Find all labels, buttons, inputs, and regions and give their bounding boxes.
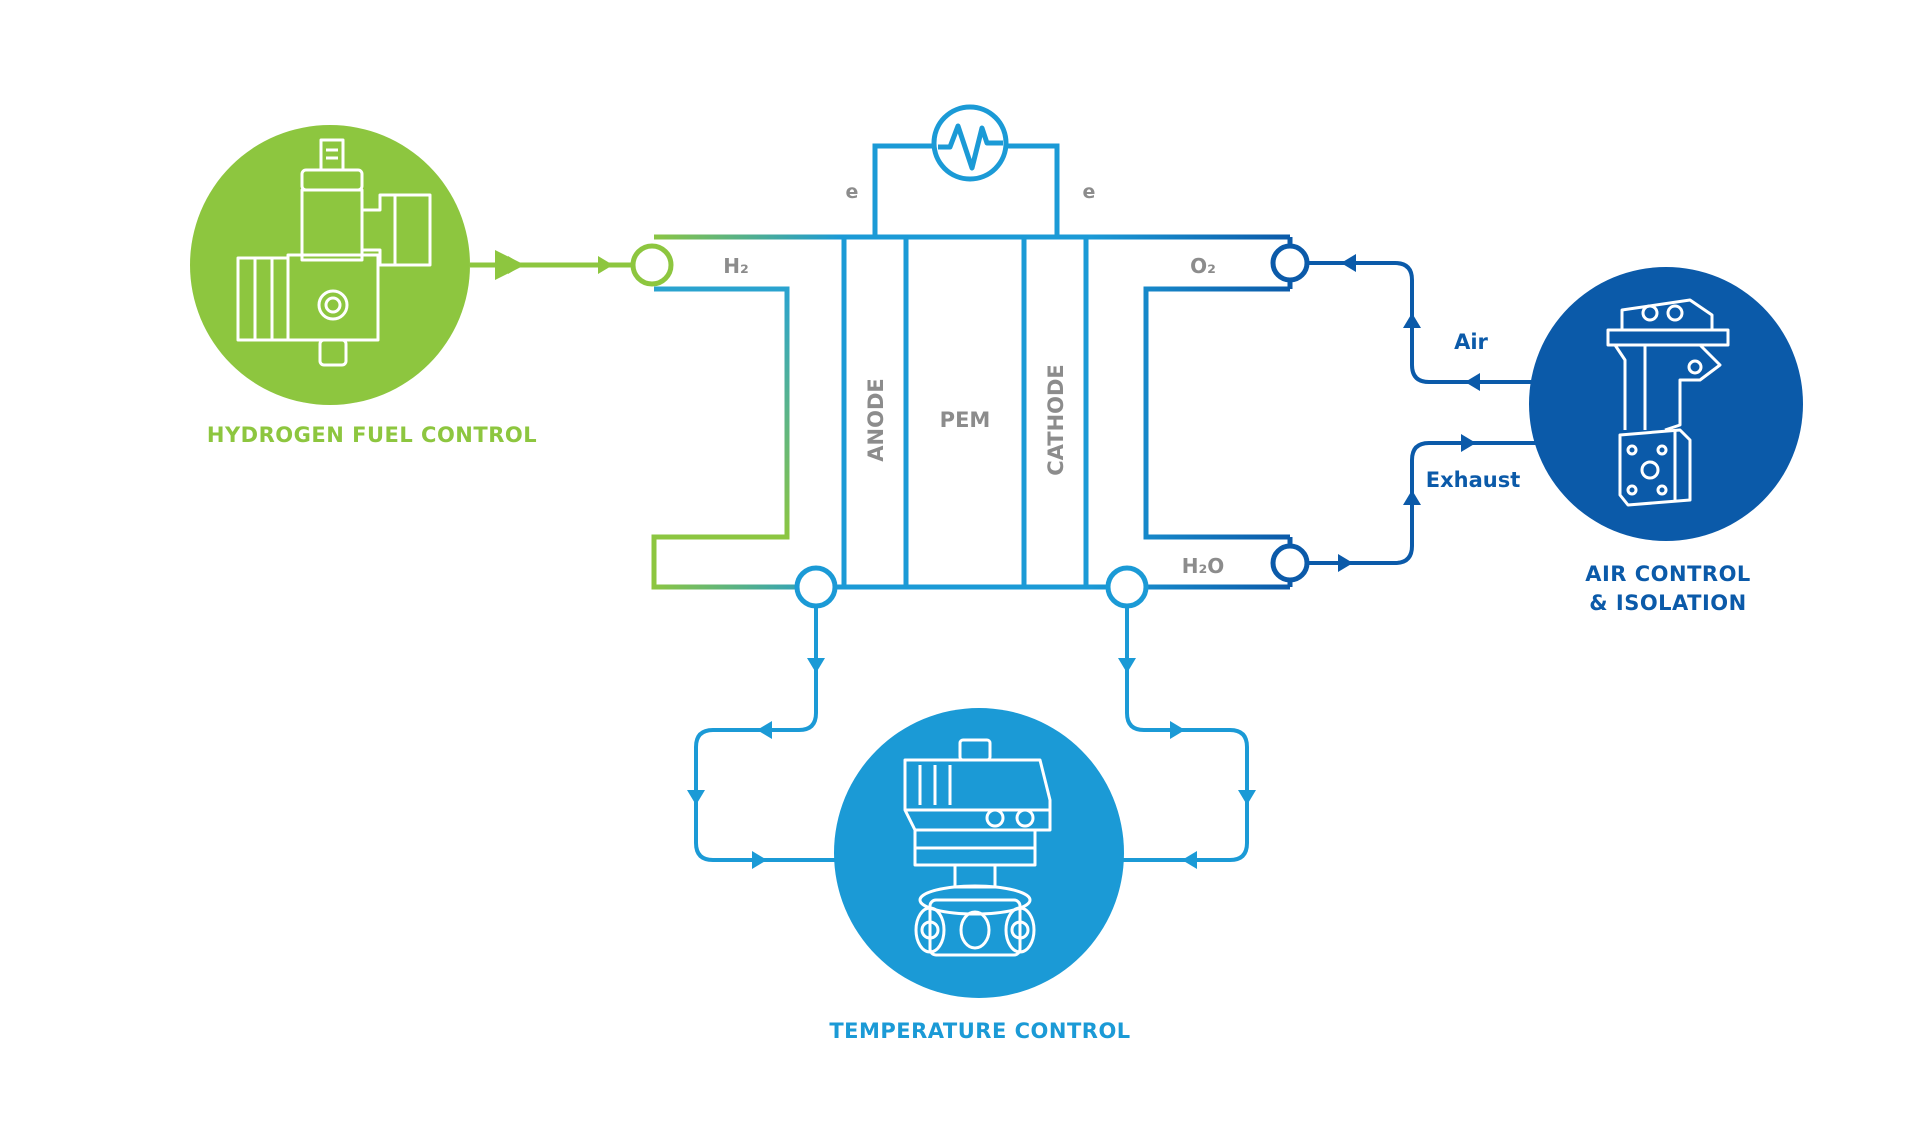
- electron-label-right: e: [1083, 181, 1096, 203]
- electrical-load-icon: [938, 123, 1003, 171]
- air-control-circle: [1529, 267, 1803, 541]
- fuel-cell-stack: [841, 104, 1089, 590]
- actuated-valve-icon: [903, 738, 1052, 957]
- hydrogen-control-title: HYDROGEN FUEL CONTROL: [207, 423, 537, 447]
- air-valve-icon: [1606, 298, 1730, 507]
- cathode-coolant-port: [1105, 565, 1149, 609]
- h2o-outlet-label: H₂O: [1182, 554, 1225, 578]
- hydrogen-arrows: [508, 256, 613, 274]
- coolant-lines: [694, 606, 1249, 862]
- electron-wire-right: [1005, 143, 1060, 237]
- pem-label: PEM: [940, 408, 991, 432]
- electron-wire-left: [872, 143, 935, 237]
- air-channels: [1086, 234, 1293, 590]
- hydrogen-inlet-port: [630, 243, 674, 287]
- load-circle: [931, 104, 1009, 182]
- coolant-arrows: [687, 658, 1256, 869]
- air-control-isolation: AIR CONTROL & ISOLATION: [1529, 267, 1803, 615]
- stack-labels: e e H₂ O₂ H₂O PEM ANODE CATHODE Air Exha…: [723, 181, 1520, 578]
- anode-coolant-port: [794, 565, 838, 609]
- exhaust-label: Exhaust: [1426, 468, 1521, 492]
- temperature-control-title: TEMPERATURE CONTROL: [829, 1019, 1130, 1043]
- hydrogen-fuel-control: HYDROGEN FUEL CONTROL: [190, 125, 537, 447]
- o2-inlet-label: O₂: [1190, 254, 1216, 278]
- air-inlet-port: [1270, 243, 1310, 283]
- air-control-title-line1: AIR CONTROL: [1585, 562, 1751, 586]
- air-arrows: [1338, 254, 1480, 572]
- air-label: Air: [1454, 330, 1488, 354]
- water-outlet-port: [1270, 543, 1310, 583]
- air-lines: [1307, 261, 1540, 565]
- cathode-label: CATHODE: [1044, 364, 1068, 476]
- solenoid-valve-icon: [236, 138, 432, 367]
- anode-label: ANODE: [864, 378, 888, 461]
- electron-label-left: e: [846, 181, 859, 203]
- air-control-title-line2: & ISOLATION: [1589, 591, 1746, 615]
- temperature-control: TEMPERATURE CONTROL: [829, 708, 1130, 1043]
- hydrogen-channels: [470, 234, 844, 590]
- h2-inlet-label: H₂: [723, 254, 749, 278]
